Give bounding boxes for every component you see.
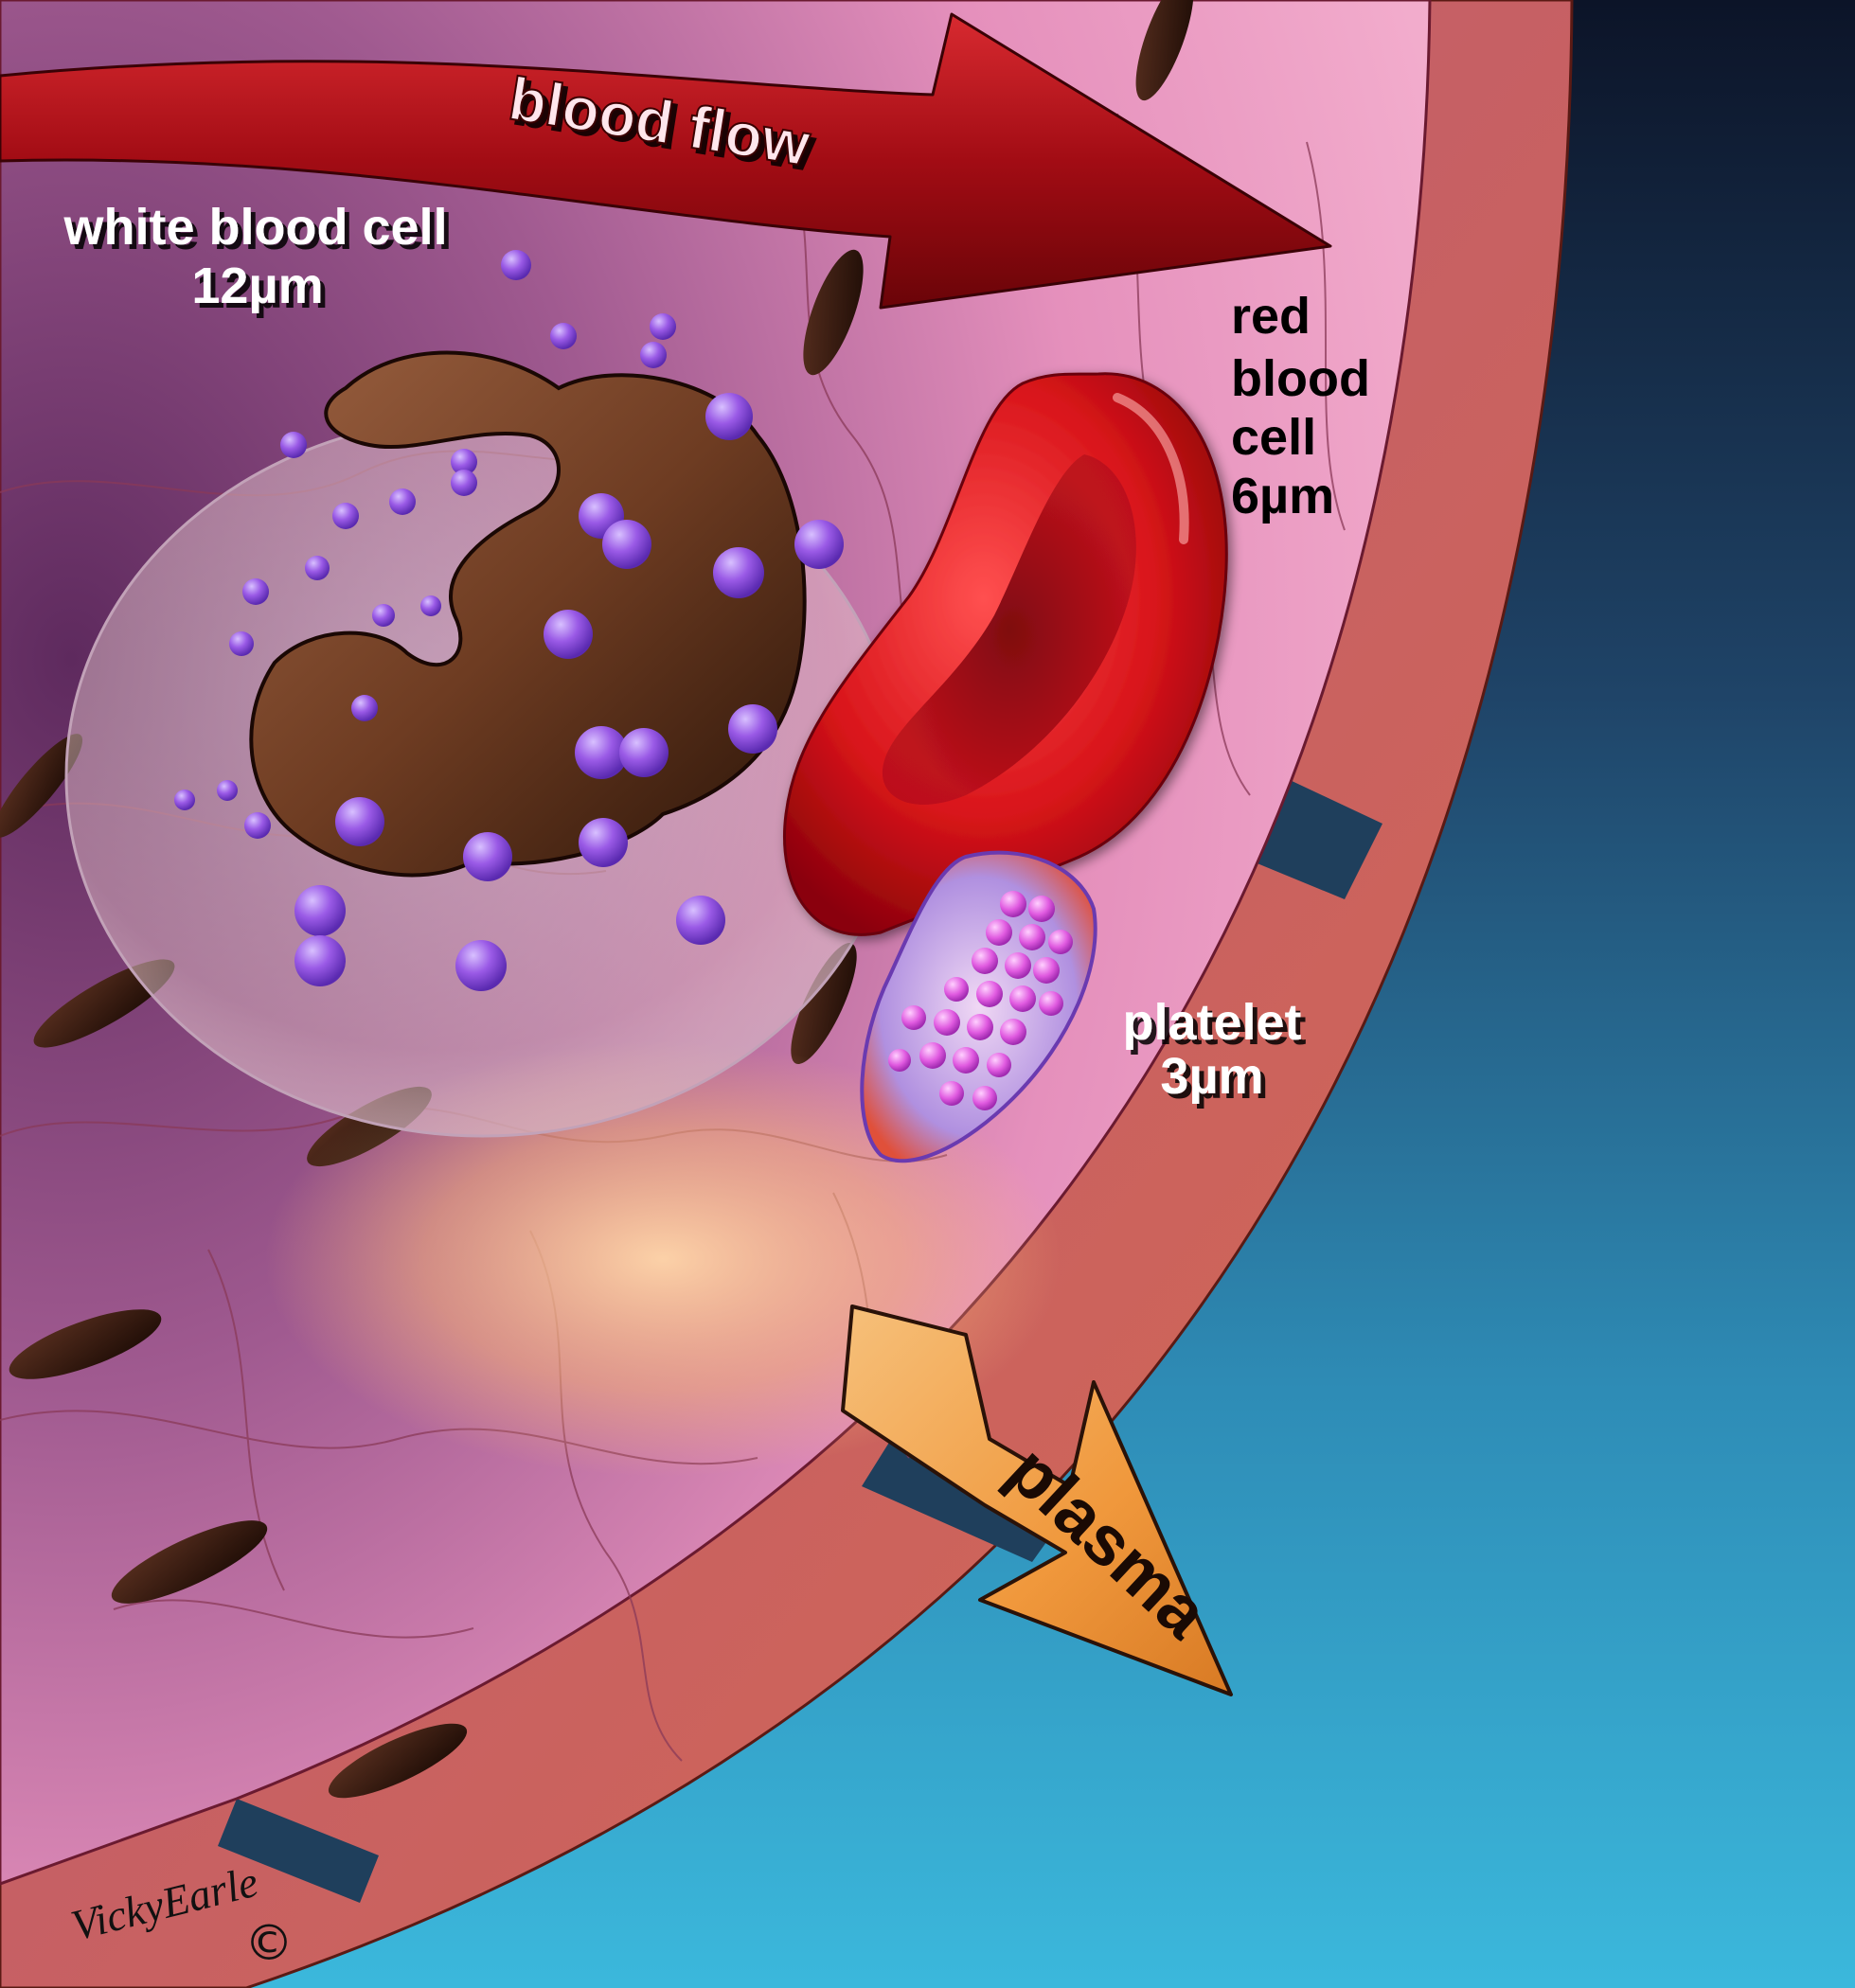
- wall-pore: [218, 1799, 379, 1903]
- platelet-label: platelet: [1122, 994, 1301, 1051]
- white-blood-cell-label: white blood cell: [62, 199, 447, 256]
- platelet-granules: [888, 891, 1073, 1110]
- red-blood-cell-label-line1: red: [1231, 288, 1311, 345]
- plasma-arrow: [841, 1305, 1233, 1696]
- platelet: [860, 850, 1097, 1163]
- red-blood-cell-label: red blood cell 6µm: [1231, 288, 1370, 524]
- wbc-granules: [174, 250, 844, 991]
- copyright-icon: ©: [244, 1915, 294, 1972]
- red-blood-cell-label-line2: blood: [1231, 350, 1370, 407]
- blood-flow-arrow: [0, 12, 1332, 310]
- white-blood-cell-size: 12µm: [191, 257, 323, 314]
- red-blood-cell-size: 6µm: [1231, 468, 1334, 524]
- red-blood-cell: [783, 372, 1228, 936]
- red-blood-cell-label-line3: cell: [1231, 409, 1316, 466]
- platelet-size: 3µm: [1160, 1048, 1263, 1105]
